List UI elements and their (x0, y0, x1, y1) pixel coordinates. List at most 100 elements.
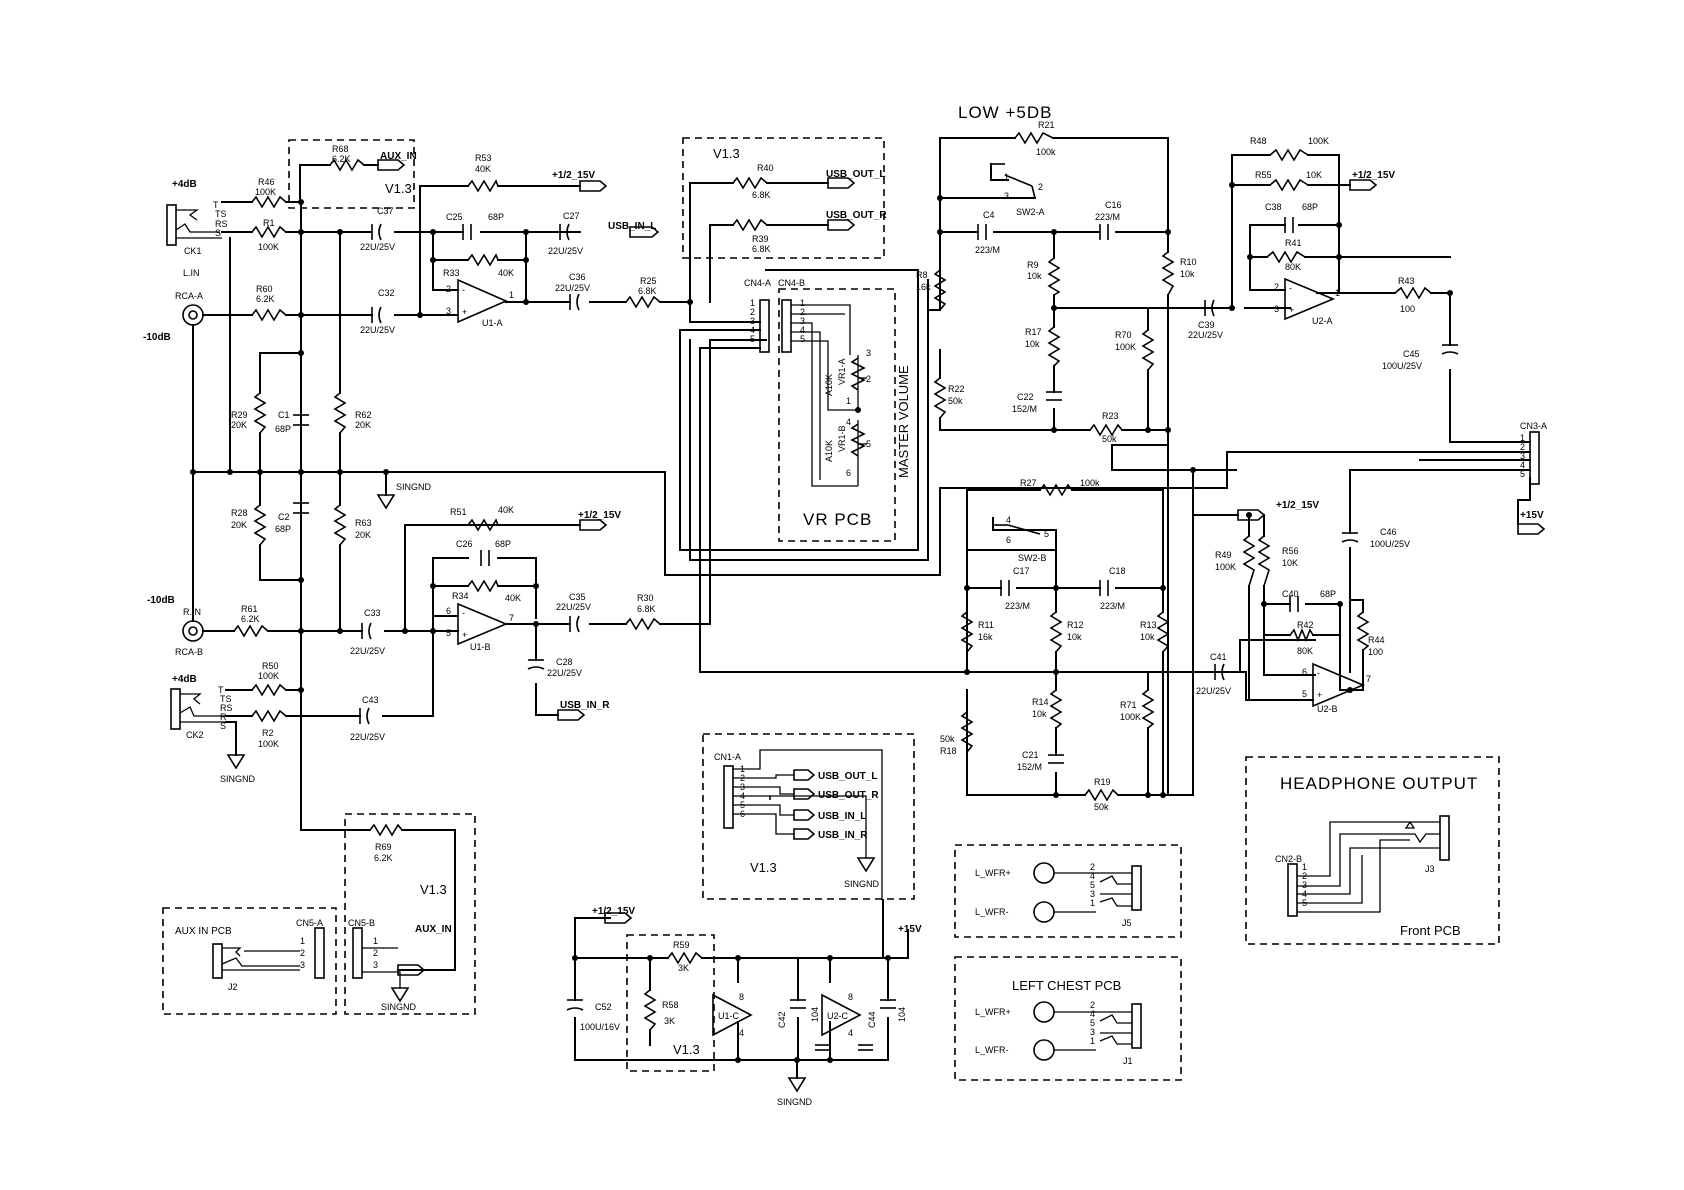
cn5b-box (344, 813, 476, 1015)
svg-text:7: 7 (509, 613, 514, 623)
svg-text:3: 3 (446, 306, 451, 316)
svg-text:3: 3 (1090, 889, 1095, 899)
svg-text:40K: 40K (475, 164, 491, 174)
j1-jack: 24 531 J1 (1033, 1000, 1142, 1066)
svg-text:3: 3 (373, 960, 378, 970)
svg-text:104: 104 (897, 1007, 907, 1022)
svg-text:+: + (1317, 690, 1322, 700)
gain-plus4-top: +4dB (172, 179, 197, 190)
svg-text:6: 6 (1302, 667, 1307, 677)
svg-text:16k: 16k (916, 282, 931, 292)
svg-text:1: 1 (509, 290, 514, 300)
svg-text:RS: RS (215, 219, 228, 229)
svg-text:2: 2 (1520, 442, 1525, 452)
svg-text:3: 3 (300, 960, 305, 970)
left-chest-title: LEFT CHEST PCB (1012, 978, 1121, 993)
svg-text:R55: R55 (1255, 170, 1272, 180)
svg-text:40K: 40K (505, 593, 521, 603)
resistor-symbols (233, 131, 1432, 1031)
svg-text:5: 5 (1090, 1018, 1095, 1028)
svg-text:5: 5 (1044, 529, 1049, 539)
svg-text:R1: R1 (263, 218, 275, 228)
svg-text:5: 5 (1302, 689, 1307, 699)
svg-text:100U/25V: 100U/25V (1370, 539, 1410, 549)
op-amp-symbols: -+ 231 U1-A -+ 657 U1-B -+ 231 U2-A -+ 6… (446, 277, 1371, 1038)
svg-text:2: 2 (446, 284, 451, 294)
svg-text:6.8K: 6.8K (637, 604, 656, 614)
svg-text:R29: R29 (231, 410, 248, 420)
svg-text:C45: C45 (1403, 349, 1420, 359)
aux-pcb-title: AUX IN PCB (175, 926, 232, 937)
svg-text:10k: 10k (1032, 709, 1047, 719)
svg-text:R58: R58 (662, 1000, 679, 1010)
svg-text:100K: 100K (1115, 342, 1136, 352)
svg-text:R27: R27 (1020, 478, 1037, 488)
gain-plus4-bottom: +4dB (172, 674, 197, 685)
headphone-box (1245, 756, 1500, 945)
svg-text:50k: 50k (1102, 434, 1117, 444)
svg-text:1: 1 (1090, 1036, 1095, 1046)
svg-text:T: T (213, 200, 219, 210)
vr-pcb-label: VR PCB (803, 510, 872, 529)
svg-text:R: R (220, 712, 227, 722)
v13-box-r58 (626, 934, 715, 1072)
svg-text:C28: C28 (556, 657, 573, 667)
svg-text:100K: 100K (1215, 562, 1236, 572)
svg-text:C38: C38 (1265, 202, 1282, 212)
svg-text:2: 2 (1090, 1000, 1095, 1010)
j1-wfr-minus: L_WFR- (975, 1045, 1009, 1055)
svg-text:16k: 16k (978, 632, 993, 642)
cn1-usb-out-l: USB_OUT_L (818, 771, 877, 782)
svg-text:1: 1 (846, 396, 851, 406)
front-pcb-label: Front PCB (1400, 923, 1461, 938)
plus15-flag-1: +15V (1520, 510, 1544, 521)
svg-text:6.2K: 6.2K (241, 614, 260, 624)
svg-text:22U/25V: 22U/25V (360, 325, 395, 335)
svg-text:U1-A: U1-A (482, 318, 503, 328)
svg-text:4: 4 (1006, 515, 1011, 525)
aux-in-flag-bottom: AUX_IN (415, 924, 452, 935)
svg-text:-: - (462, 285, 465, 295)
svg-text:R48: R48 (1250, 136, 1267, 146)
aux-pcb-box (162, 907, 337, 1015)
cn1-usb-out-r: USB_OUT_R (818, 790, 879, 801)
svg-text:10K: 10K (1282, 558, 1298, 568)
svg-text:5: 5 (866, 439, 871, 449)
usb-in-r-flag: USB_IN_R (560, 700, 610, 711)
rca-a-label: RCA-A (175, 291, 203, 301)
svg-text:68P: 68P (275, 524, 291, 534)
svg-text:50k: 50k (948, 396, 963, 406)
low-boost-title: LOW +5DB (958, 103, 1052, 122)
wires-power (574, 899, 909, 1079)
svg-text:1: 1 (373, 936, 378, 946)
svg-text:4: 4 (848, 1028, 853, 1038)
svg-text:1: 1 (1335, 288, 1340, 298)
svg-text:2: 2 (300, 948, 305, 958)
svg-text:3: 3 (1520, 451, 1525, 461)
svg-text:100K: 100K (258, 739, 279, 749)
svg-text:VR1-B: VR1-B (837, 425, 847, 452)
svg-text:R19: R19 (1094, 777, 1111, 787)
svg-text:-: - (1289, 283, 1292, 293)
v13-label-1: V1.3 (713, 146, 740, 161)
svg-text:C40: C40 (1282, 589, 1299, 599)
svg-text:10k: 10k (1027, 271, 1042, 281)
gain-minus10-top: -10dB (143, 332, 171, 343)
svg-text:4: 4 (800, 325, 805, 335)
svg-text:S: S (215, 228, 221, 238)
cn3-a-connector: CN3-A 12 345 (1520, 421, 1547, 485)
svg-text:T: T (218, 685, 224, 695)
singnd-label-5: SINGND (777, 1097, 813, 1107)
svg-text:50k: 50k (940, 734, 955, 744)
ground-symbols (226, 494, 876, 1093)
svg-text:C44: C44 (867, 1011, 877, 1028)
v13-label-5: V1.3 (673, 1042, 700, 1057)
svg-text:R39: R39 (752, 234, 769, 244)
svg-text:20K: 20K (355, 420, 371, 430)
svg-text:R8: R8 (916, 270, 928, 280)
wires-output-stage (1231, 154, 1531, 701)
svg-text:C41: C41 (1210, 652, 1227, 662)
